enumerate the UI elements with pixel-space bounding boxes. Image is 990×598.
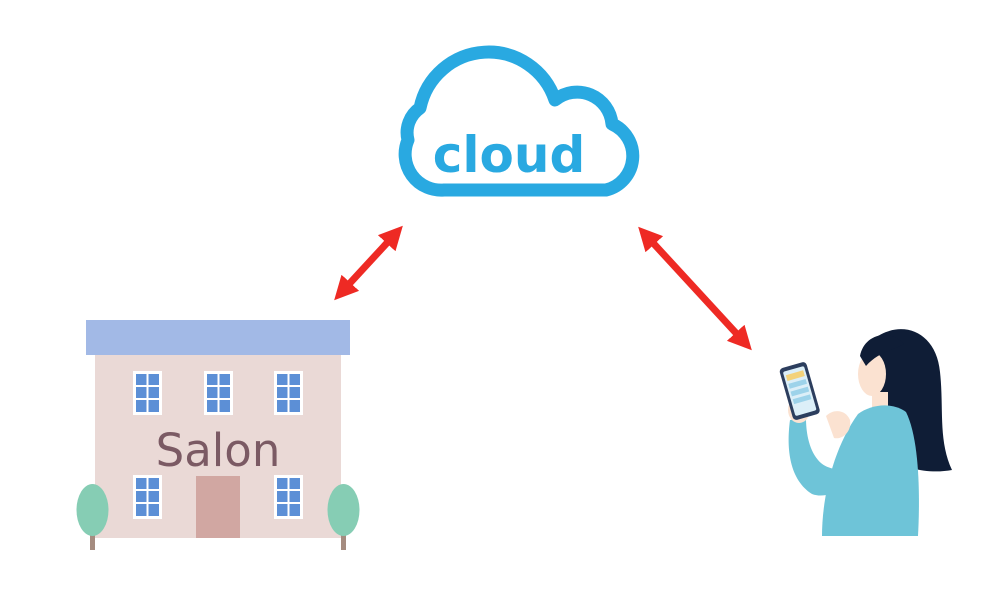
cloud-node: cloud <box>398 45 640 197</box>
arrows <box>334 225 752 351</box>
salon-label: Salon <box>156 424 281 477</box>
cloud-outline <box>398 45 640 197</box>
salon-roof <box>86 320 350 355</box>
window <box>133 371 162 415</box>
salon-door <box>196 476 240 538</box>
person-arm <box>788 418 852 496</box>
person-with-phone <box>779 329 952 536</box>
person-fringe <box>860 334 904 366</box>
arrow-salon-cloud <box>334 225 403 301</box>
window <box>274 371 303 415</box>
phone <box>779 362 820 420</box>
window <box>274 475 303 519</box>
window <box>133 475 162 519</box>
person-finger-hand <box>826 411 851 439</box>
person-shirt <box>822 405 919 536</box>
arrow-cloud-person <box>638 226 752 351</box>
window <box>204 371 233 415</box>
salon-building: Salon <box>86 320 350 538</box>
tree-right <box>327 484 360 550</box>
tree-left <box>76 484 109 550</box>
cloud-label: cloud <box>433 126 586 184</box>
